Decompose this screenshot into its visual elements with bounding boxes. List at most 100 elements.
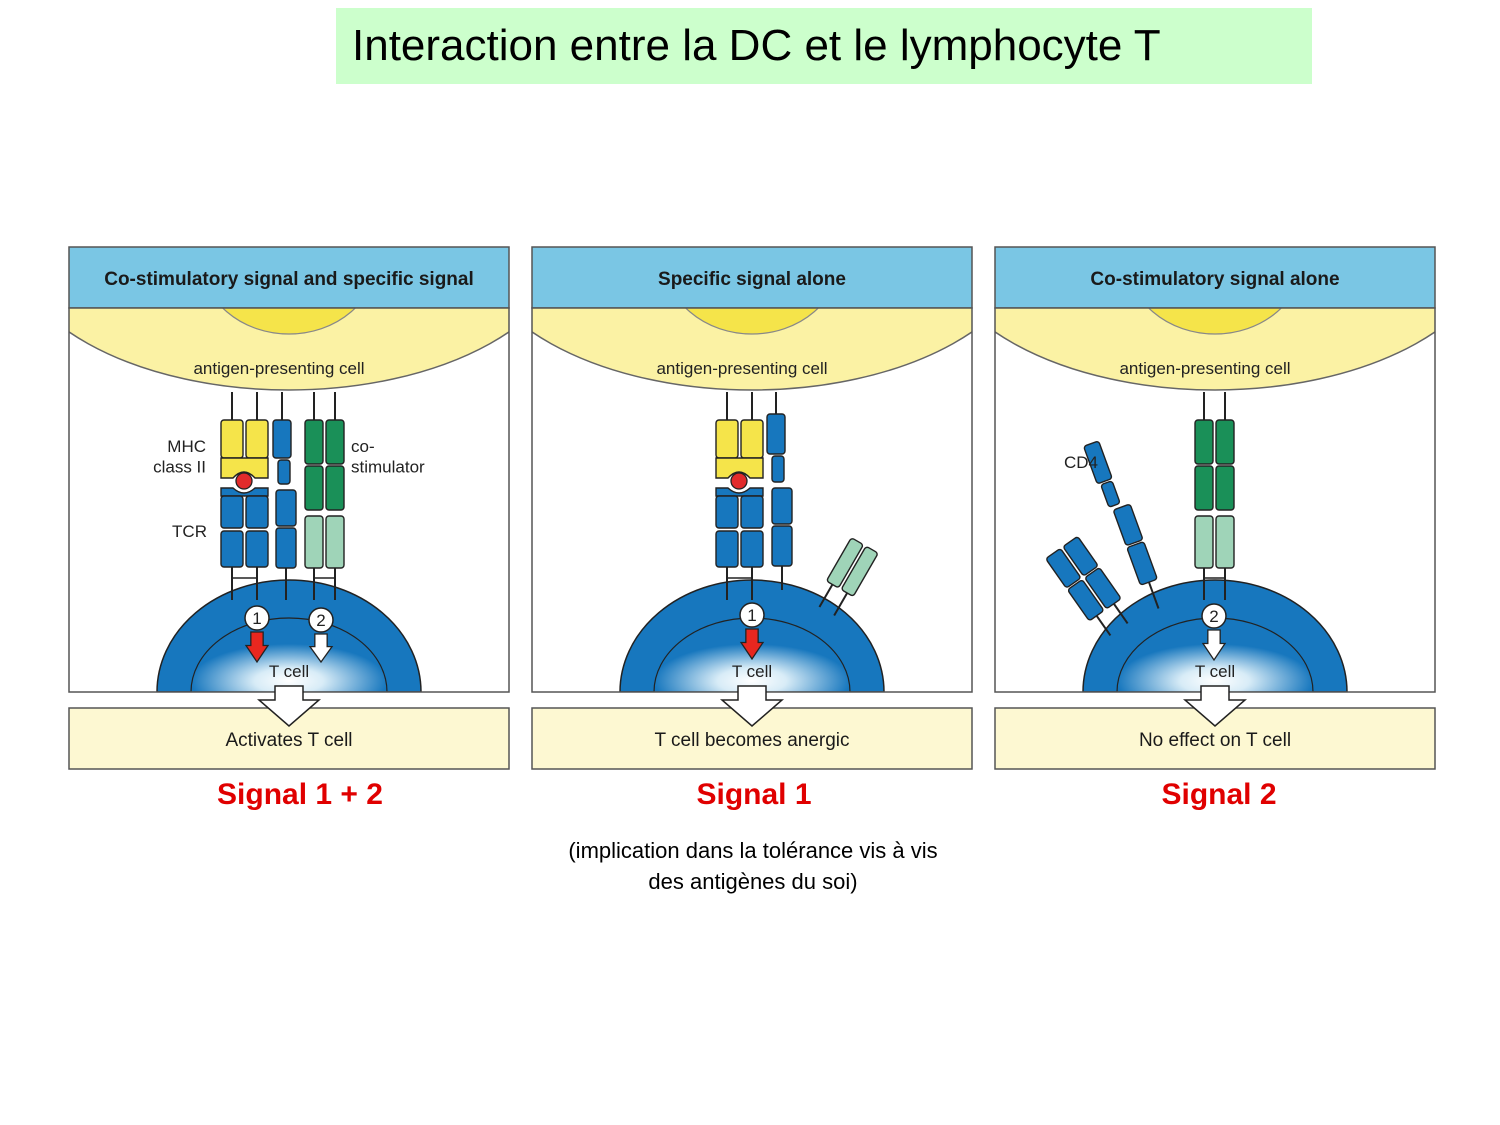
mhc-peptide-groove xyxy=(220,457,269,479)
t-cell-nucleus xyxy=(190,617,388,692)
tcr-beta-c xyxy=(245,530,269,568)
t-cell-label: T cell xyxy=(269,662,309,681)
tcr-alpha-v xyxy=(715,495,739,529)
costim-domain-b1 xyxy=(325,419,345,465)
mhc-beta-domain xyxy=(740,419,764,459)
costim-domain-a1 xyxy=(1194,419,1214,465)
tcr-label: TCR xyxy=(172,522,207,541)
cd4-domain-3 xyxy=(1113,504,1143,546)
tolerance-note-line-2: des antigènes du soi) xyxy=(648,869,858,894)
apc-cell xyxy=(532,308,972,391)
tcr-beta-v xyxy=(245,495,269,529)
outcome-arrow xyxy=(719,685,785,727)
cd4-domain-4 xyxy=(771,525,793,567)
cd4-stalk xyxy=(1148,581,1160,609)
cd28-domain-b xyxy=(841,546,878,597)
costim-domain-a1 xyxy=(304,419,324,465)
outcome-box xyxy=(994,707,1436,770)
signal-label-2: Signal 1 xyxy=(696,778,812,811)
cd28-domain-a xyxy=(1194,515,1214,569)
signal-2-arrow xyxy=(308,633,334,664)
costim-domain-a2 xyxy=(1194,465,1214,511)
apc-label: antigen-presenting cell xyxy=(1119,359,1290,378)
signal-2-number: 2 xyxy=(316,611,325,630)
mhc-beta-domain xyxy=(245,419,269,459)
cd28-domain-a xyxy=(304,515,324,569)
signal-1-circle xyxy=(244,605,270,631)
peptide-antigen xyxy=(730,472,748,490)
cd28-domain-b xyxy=(325,515,345,569)
tcr-stalk-a xyxy=(1095,615,1112,637)
tcr-beta-v xyxy=(740,495,764,529)
panel-signal-1-and-2: Co-stimulatory signal and specific signa… xyxy=(68,246,510,770)
slide-title: Interaction entre la DC et le lymphocyte… xyxy=(336,8,1312,84)
signal-2-number: 2 xyxy=(1209,607,1218,626)
costim-domain-b2 xyxy=(325,465,345,511)
tcr-alpha-v xyxy=(220,495,244,529)
signal-1-number: 1 xyxy=(747,606,756,625)
signal-2-circle xyxy=(308,607,334,633)
signal-2-arrow xyxy=(1201,629,1227,662)
signal-2-circle xyxy=(1201,603,1227,629)
apc-cell xyxy=(995,308,1435,391)
tcr-alpha-c xyxy=(715,530,739,568)
signal-1-arrow xyxy=(739,628,765,661)
cd4-domain-1 xyxy=(1083,441,1113,484)
apc-label: antigen-presenting cell xyxy=(193,359,364,378)
t-cell-label: T cell xyxy=(732,662,772,681)
cd4-domain-4 xyxy=(275,527,297,569)
free-tcr xyxy=(1046,536,1129,637)
outcome-arrow xyxy=(256,685,322,727)
mhc-alpha-domain xyxy=(220,419,244,459)
cd4-domain-3 xyxy=(275,489,297,527)
tcr-binding-site xyxy=(220,487,269,497)
tcr-alpha-c xyxy=(220,530,244,568)
cd28-stalk-a xyxy=(818,583,834,608)
mhc-alpha-domain xyxy=(715,419,739,459)
outcome-arrow xyxy=(1182,685,1248,727)
signal-label-1: Signal 1 + 2 xyxy=(217,778,383,811)
costim-domain-b1 xyxy=(1215,419,1235,465)
co-stimulator-label: co-stimulator xyxy=(351,437,425,476)
outcome-text: No effect on T cell xyxy=(1139,730,1291,751)
panel-header-text: Co-stimulatory signal alone xyxy=(1090,269,1339,290)
cd4-domain-2 xyxy=(277,459,291,485)
signal-label-3: Signal 2 xyxy=(1161,778,1277,811)
free-cd4 xyxy=(1083,441,1160,609)
cd4-domain-2 xyxy=(771,455,785,483)
apc-nucleus xyxy=(221,308,357,335)
peptide-antigen xyxy=(235,472,253,490)
cd28-stalk-b xyxy=(833,592,849,617)
panel-header-text: Co-stimulatory signal and specific signa… xyxy=(104,269,474,290)
tolerance-note: (implication dans la tolérance vis à vis… xyxy=(503,835,1003,897)
signal-1-circle xyxy=(739,602,765,628)
tcr-stalk-b xyxy=(1113,603,1129,624)
apc-cell xyxy=(69,308,509,391)
costim-domain-a2 xyxy=(304,465,324,511)
tcr-beta-c xyxy=(740,530,764,568)
signal-1-arrow xyxy=(244,631,270,664)
mhc-peptide-groove xyxy=(715,457,764,479)
signal-1-number: 1 xyxy=(252,609,261,628)
panel-signal-2-alone: Co-stimulatory signal alone T cellantigen… xyxy=(994,246,1436,770)
tcr-beta-v xyxy=(1063,536,1098,576)
panel-header-bg xyxy=(994,246,1436,309)
cd4-domain-1 xyxy=(766,413,786,455)
cd4-domain-3 xyxy=(771,487,793,525)
outcome-text: T cell becomes anergic xyxy=(654,730,849,751)
cd4-domain-2 xyxy=(1100,480,1121,508)
cd4-domain-1 xyxy=(272,419,292,459)
tcr-alpha-v xyxy=(1046,548,1081,588)
tcr-binding-site xyxy=(715,487,764,497)
apc-nucleus xyxy=(1147,308,1283,335)
panel-header-bg xyxy=(531,246,973,309)
apc-nucleus xyxy=(684,308,820,335)
costim-domain-b2 xyxy=(1215,465,1235,511)
cd28-domain-b xyxy=(1215,515,1235,569)
